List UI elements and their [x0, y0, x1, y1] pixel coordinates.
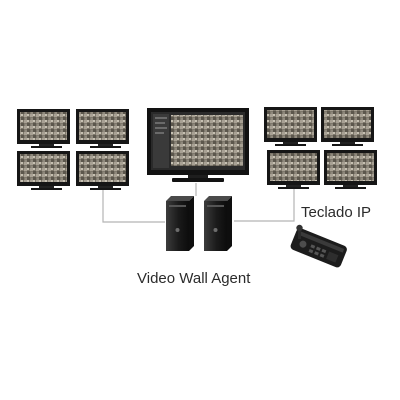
- pc-tower-icon: [166, 196, 194, 251]
- connector-right-wall: [234, 188, 295, 222]
- joystick-icon: [296, 224, 303, 239]
- monitor-icon: [264, 107, 317, 146]
- monitor-icon: [321, 107, 374, 146]
- monitor-icon: [17, 151, 70, 190]
- connector-lines: [102, 183, 295, 223]
- monitor-icon: [267, 150, 320, 189]
- monitor-icon: [76, 109, 129, 148]
- monitor-wall-right: [264, 107, 377, 189]
- central-monitor-icon: [147, 108, 249, 182]
- connector-left-wall: [102, 188, 165, 223]
- keyboard-label: Teclado IP: [301, 204, 372, 221]
- ip-keyboard-icon: [290, 228, 347, 268]
- monitor-icon: [324, 150, 377, 189]
- monitor-icon: [17, 109, 70, 148]
- monitor-icon: [76, 151, 129, 190]
- monitor-wall-left: [17, 109, 129, 190]
- pc-towers: [166, 196, 232, 251]
- video-wall-agent-label: Video Wall Agent: [137, 270, 251, 287]
- pc-tower-icon: [204, 196, 232, 251]
